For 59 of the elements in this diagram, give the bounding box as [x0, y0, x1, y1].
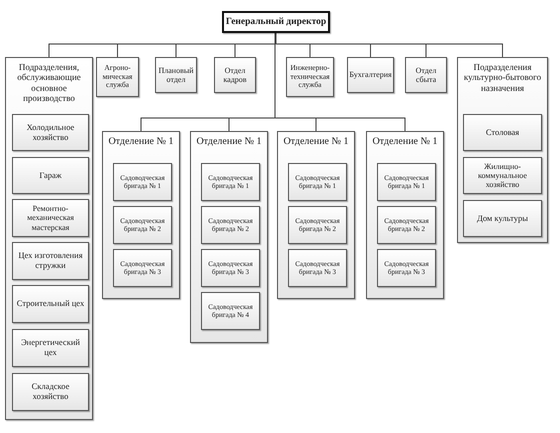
connector-line: [274, 32, 406, 132]
division-panel: [102, 131, 180, 299]
unit-label: Отделение № 1: [371, 136, 439, 148]
unit-box: [12, 373, 89, 411]
unit-box: [377, 206, 436, 244]
unit-label: Отдел кадров: [222, 66, 248, 84]
unit-box: [288, 163, 347, 201]
unit-label: Подразделения культурно-бытового назначения: [462, 62, 542, 94]
unit-box: [12, 329, 89, 367]
unit-box: [286, 57, 334, 97]
unit-box: [113, 206, 172, 244]
unit-label: Гараж: [38, 170, 63, 180]
division-panel: [190, 131, 268, 343]
unit-box: [463, 200, 542, 237]
unit-label: Ремонтно-механическая мастерская: [26, 204, 75, 232]
unit-label: Отделение № 1: [282, 136, 350, 148]
unit-box: [113, 249, 172, 287]
division-panel: [5, 57, 93, 420]
unit-box: [288, 249, 347, 287]
unit-box: [201, 292, 260, 330]
unit-label: Строительный цех: [16, 299, 86, 309]
unit-label: Жилищно-коммунальное хозяйство: [477, 162, 528, 190]
unit-box: [155, 57, 197, 93]
unit-label: Отделение № 1: [195, 136, 263, 148]
director-box: [222, 11, 330, 33]
unit-box: [201, 206, 260, 244]
unit-box: [12, 114, 89, 151]
unit-box: [377, 163, 436, 201]
unit-label: Столовая: [484, 128, 520, 138]
unit-box: [405, 57, 447, 93]
unit-box: [288, 206, 347, 244]
unit-box: [463, 157, 542, 194]
unit-box: [463, 114, 542, 151]
unit-box: [113, 163, 172, 201]
unit-box: [12, 242, 89, 280]
division-panel: [277, 131, 355, 299]
unit-label: Складское хозяйство: [30, 382, 70, 402]
unit-label: Бухгалтерия: [348, 70, 393, 80]
unit-label: Холодильное хозяйство: [26, 122, 76, 142]
unit-label: Подразделения, обслуживающие основное производство: [16, 62, 82, 104]
unit-label: Плановый отдел: [157, 66, 195, 84]
unit-label: Дом культуры: [476, 214, 529, 224]
connector-line: [276, 32, 503, 58]
unit-label: Цех изготовления стружки: [17, 251, 84, 271]
division-panel: [366, 131, 444, 299]
unit-label: Энергетический цех: [20, 338, 81, 358]
unit-box: [377, 249, 436, 287]
unit-box: [12, 157, 89, 194]
unit-label: Отделение № 1: [107, 136, 175, 148]
division-panel: [457, 57, 548, 243]
unit-box: [12, 285, 89, 323]
unit-label: Генеральный директор: [224, 16, 328, 28]
unit-box: [214, 57, 256, 93]
unit-box: [201, 249, 260, 287]
unit-box: [347, 57, 394, 93]
unit-label: Отдел сбыта: [414, 66, 438, 84]
unit-box: [12, 199, 89, 237]
unit-box: [96, 57, 139, 97]
unit-box: [201, 163, 260, 201]
